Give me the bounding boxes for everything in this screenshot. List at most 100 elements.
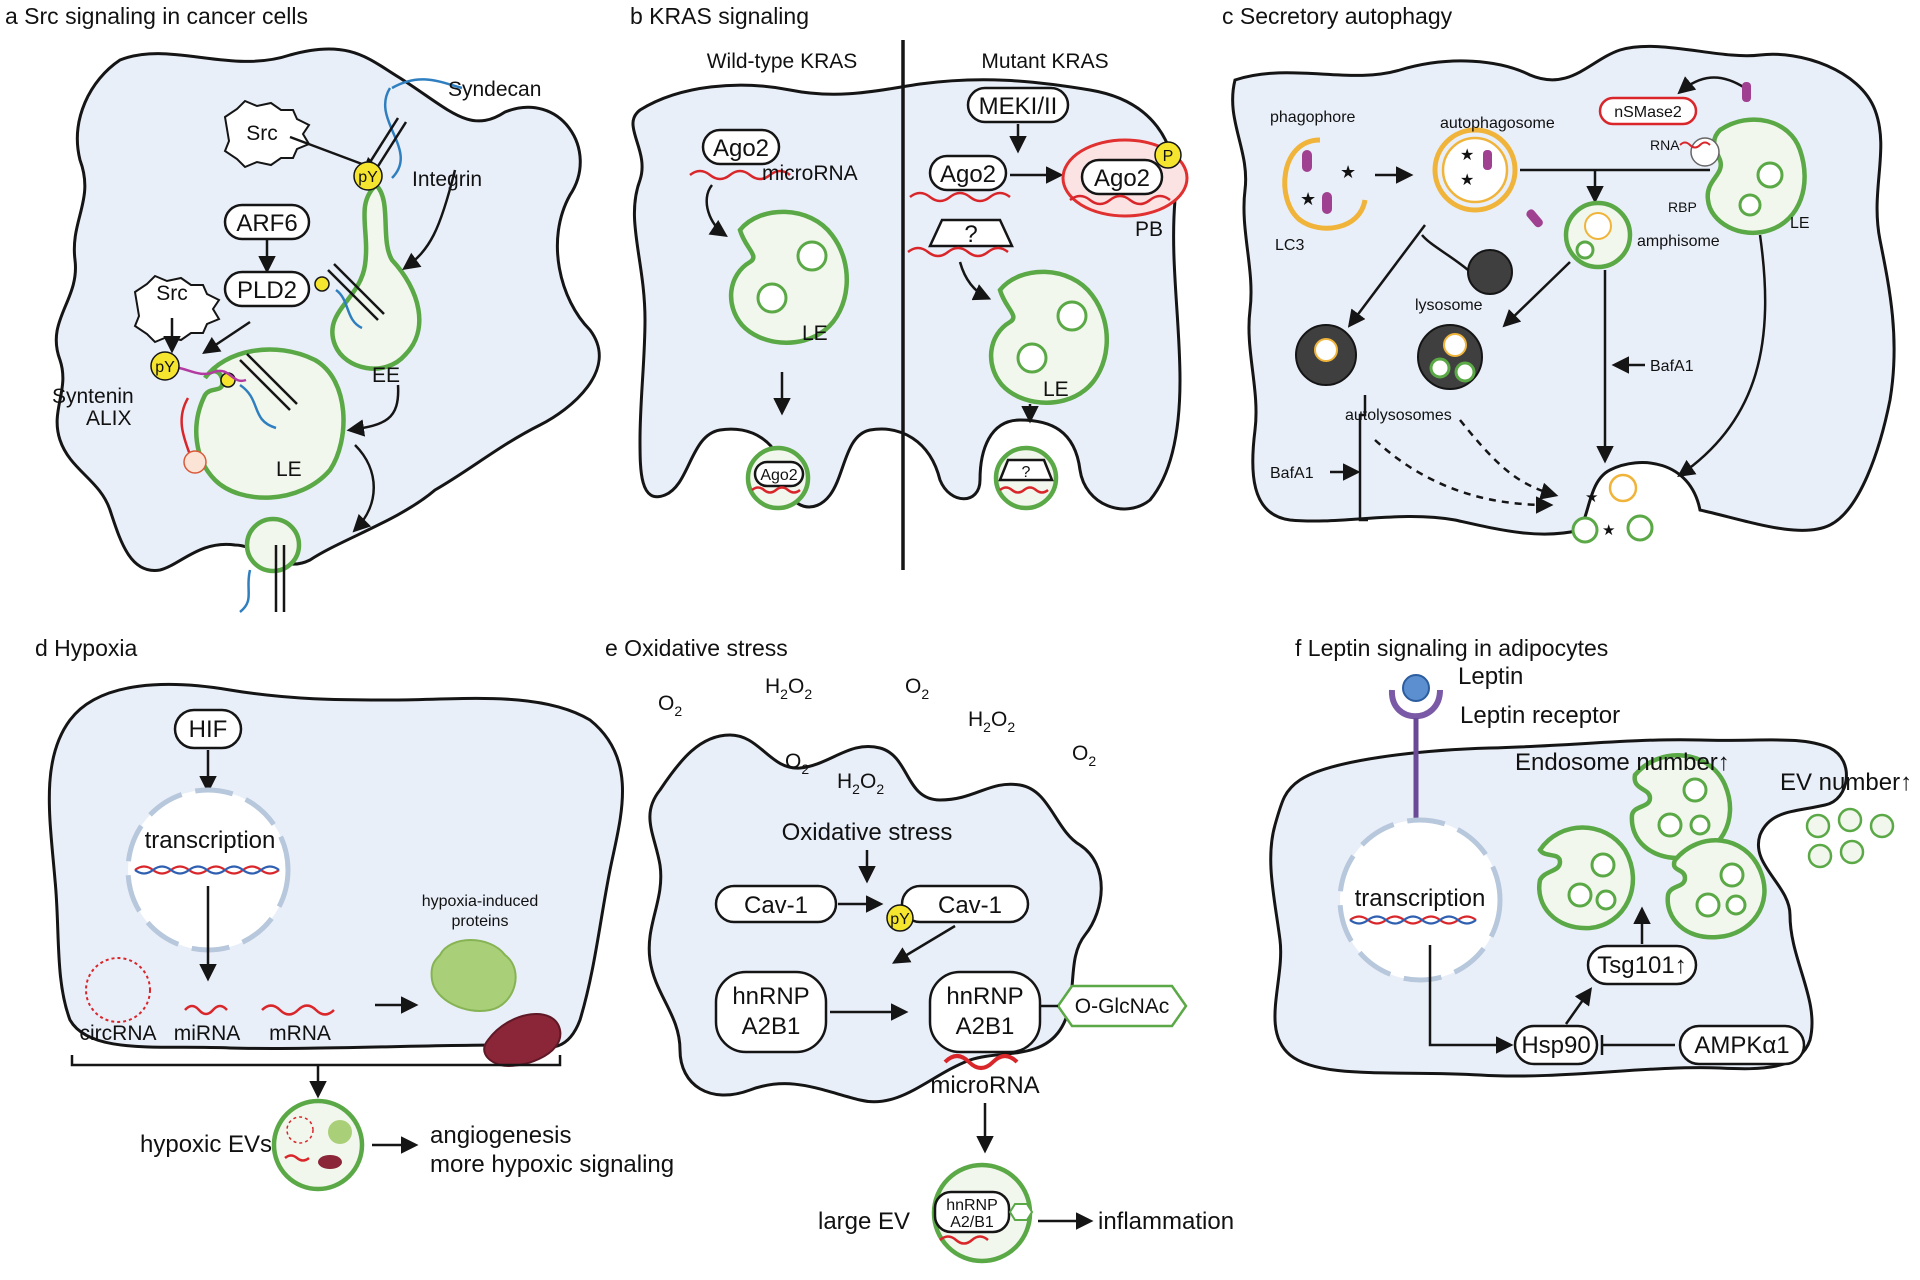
cargo-a1 (1483, 150, 1492, 170)
microrna-label: microRNA (762, 162, 858, 185)
ago2-box-mut (928, 154, 1008, 192)
o2-1: O2 (658, 692, 682, 719)
released-vesicle-a (244, 516, 302, 574)
cargo-p1 (1302, 150, 1312, 172)
arrow-cav-hnrnp (891, 924, 956, 964)
dna-d-2 (134, 865, 280, 875)
protein-green (430, 939, 517, 1012)
py-label-1: pY (358, 169, 378, 186)
ev-f-5 (1839, 839, 1865, 865)
alix-label: ALIX (86, 407, 132, 430)
arrow-auto-autolyso1 (1347, 224, 1426, 328)
panel-f-title: f Leptin signaling in adipocytes (1295, 635, 1608, 661)
ilv-wt-2 (756, 282, 788, 314)
nsmase2-label: nSMase2 (1614, 104, 1682, 121)
ilv-f2-2 (1657, 812, 1683, 838)
rbp-shape (1690, 137, 1720, 167)
o2-4: O2 (785, 750, 809, 777)
ee-integrin-2 (333, 263, 385, 315)
hnrnp-box-b (928, 970, 1042, 1054)
ago2-label-mut: Ago2 (940, 161, 996, 188)
py-label-2: pY (155, 359, 175, 376)
ilv-f2-1 (1682, 777, 1708, 803)
ev-number-label: EV number↑ (1780, 769, 1912, 796)
phospho-label: P (1163, 148, 1174, 165)
panel-a-title: a Src signaling in cancer cells (5, 3, 308, 29)
protein-red (483, 1013, 562, 1067)
circrna-shape (85, 957, 151, 1023)
dashed-arrow-2 (1459, 419, 1559, 500)
autolysosome-1-inner (1314, 338, 1338, 362)
hnrnp-box-a (714, 970, 828, 1054)
pld2-label: PLD2 (237, 277, 297, 304)
mrna-label: mRNA (269, 1022, 331, 1045)
oglcnac-label: O-GlcNAc (1075, 995, 1170, 1018)
question-protein (928, 218, 1014, 248)
lc3-label: LC3 (1275, 237, 1304, 254)
star-p2: ★ (1300, 189, 1316, 209)
dna-f-2 (1349, 915, 1477, 925)
ago2-label-wt: Ago2 (713, 135, 769, 162)
tsg101-label: Tsg101↑ (1597, 952, 1686, 979)
microrna-mut (909, 191, 1011, 203)
syndecan-label: Syndecan (448, 78, 541, 101)
panel-d: d Hypoxia HIF transcription circRNA miRN… (35, 635, 674, 1192)
arrow-integrin-ee (402, 169, 457, 271)
hif-box (173, 708, 243, 750)
arrow-amphi-autolyso2 (1502, 261, 1571, 328)
hsp90-label: Hsp90 (1521, 1032, 1590, 1059)
late-endosome-c (1705, 117, 1807, 236)
ilv-f3-2 (1695, 892, 1721, 918)
src-label-2: Src (156, 282, 188, 305)
syntenin-label: Syntenin (52, 385, 134, 408)
ampk-box (1678, 1024, 1806, 1066)
pb-label: PB (1135, 218, 1163, 241)
inhibit-ampk-hsp90 (1600, 1035, 1675, 1055)
arf6-label: ARF6 (236, 210, 297, 237)
released-ev-1 (1571, 516, 1599, 544)
rna-c (1679, 141, 1711, 149)
hypoxic-ev (271, 1098, 365, 1192)
dashed-arrow-1 (1374, 439, 1554, 514)
nucleus-f (1337, 817, 1503, 983)
syndecan-line-top (391, 78, 463, 90)
hypoxic-ev-protein-g (328, 1120, 352, 1144)
cav1-label-b: Cav-1 (938, 892, 1002, 919)
ampk-label: AMPKα1 (1694, 1032, 1789, 1059)
microrna-ev-wt (751, 486, 801, 494)
ilv-f2-3 (1689, 814, 1711, 836)
question-protein-ev (998, 458, 1054, 482)
large-ev-label: large EV (818, 1208, 910, 1235)
hsp90-box (1513, 1024, 1599, 1066)
leptin-ligand (1402, 674, 1430, 702)
ilv-mut-1 (1056, 300, 1088, 332)
large-ev-a2b1-label: A2/B1 (950, 1214, 994, 1231)
le-label-c: LE (1790, 215, 1810, 232)
meki-label: MEKI/II (979, 93, 1058, 120)
ev-f-2 (1837, 807, 1863, 833)
arrow-nsmase2 (1677, 76, 1746, 95)
star-a1: ★ (1460, 147, 1474, 164)
ilv-f1-1 (1590, 852, 1616, 878)
rbp-label: RBP (1668, 199, 1697, 215)
le-label-wt: LE (802, 322, 828, 345)
cargo-released (1526, 209, 1543, 228)
lysosome-shape (1467, 249, 1513, 295)
panel-e-title: e Oxidative stress (605, 635, 788, 661)
panel-a: a Src signaling in cancer cells Src Src … (5, 3, 601, 613)
hypoxic-evs-label: hypoxic EVs (140, 1131, 272, 1158)
py-badge-1 (353, 161, 383, 191)
transcription-label-f: transcription (1355, 885, 1486, 912)
alix-blob (183, 450, 207, 474)
line-lyso (1421, 234, 1469, 271)
src-star-2 (133, 274, 221, 344)
arrow-q-le (958, 261, 992, 301)
ee-label: EE (372, 364, 400, 387)
py-badge-e (886, 904, 914, 932)
released-ev-2 (1626, 514, 1654, 542)
ev-f-1 (1805, 813, 1831, 839)
oglcnac-hex (1056, 984, 1188, 1028)
alix-line (180, 397, 192, 456)
h2o2-2: H2O2 (968, 708, 1015, 735)
large-ev-rna (939, 1235, 989, 1245)
